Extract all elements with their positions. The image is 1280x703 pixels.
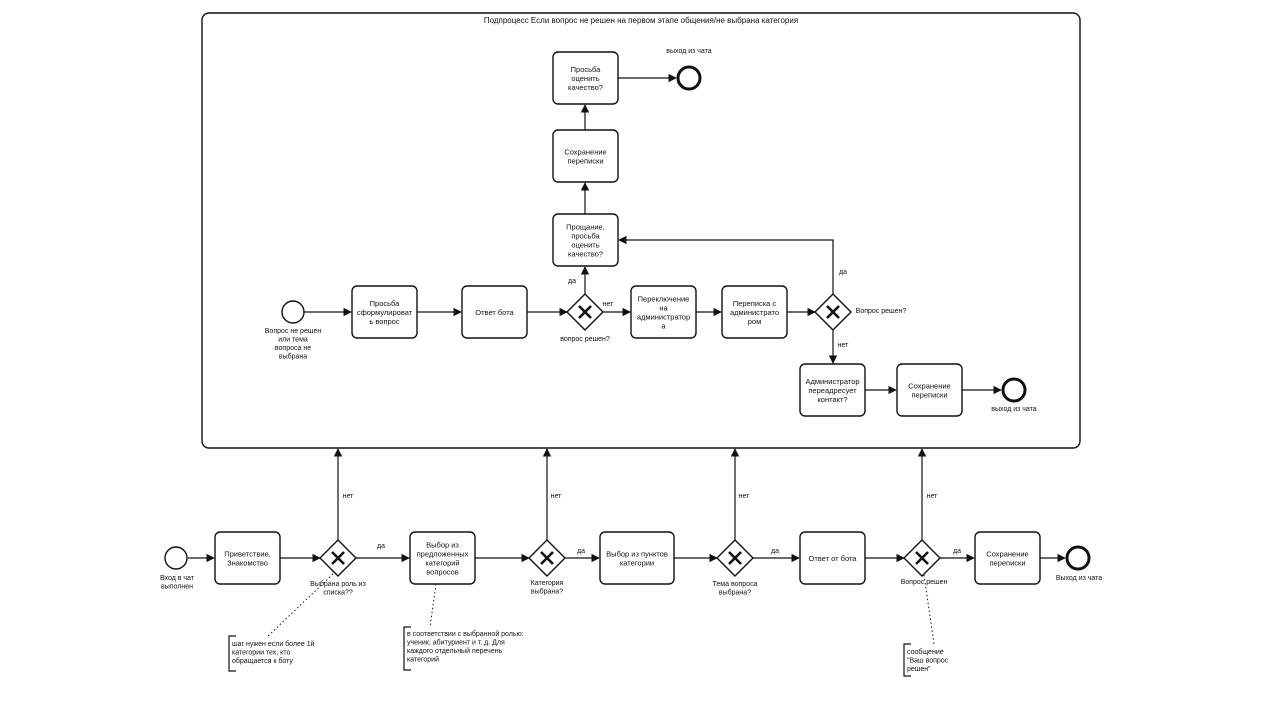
gateway-category xyxy=(528,539,566,577)
task-rate-request xyxy=(552,51,619,105)
task-switch-admin xyxy=(630,285,697,339)
task-ask-formulate xyxy=(351,285,418,339)
gateway-solved-sub2 xyxy=(814,293,852,331)
flow-label-solved-main-yes: да xyxy=(953,548,961,555)
gateway-role xyxy=(319,539,357,577)
events xyxy=(164,65,1091,571)
task-bot-answer-main xyxy=(799,531,866,585)
gateway-solved-main xyxy=(903,539,941,577)
flow-label-solved-main-no: нет xyxy=(927,493,939,500)
task-choose-item xyxy=(599,531,675,585)
start-event-main xyxy=(164,546,188,570)
subprocess-title: Подпроцесс Если вопрос не решен на перво… xyxy=(484,16,798,25)
end-event-main xyxy=(1065,545,1091,571)
subprocess-flows xyxy=(304,73,1002,395)
label-end-main: Выход из чата xyxy=(1056,575,1102,582)
task-chat-admin xyxy=(721,285,788,339)
annotation-brackets xyxy=(228,626,911,677)
end-event-sub-top xyxy=(676,65,702,91)
task-save-sub-top xyxy=(552,129,619,183)
label-greeting: Приветствие,Знакомство xyxy=(224,550,271,568)
label-gateway-solved-sub2: Вопрос решен? xyxy=(856,308,907,315)
label-end-sub-top: выход из чата xyxy=(666,48,712,55)
flow-label-role-no: нет xyxy=(343,493,355,500)
annotation-category-note: в соответствии с выбранной ролью:ученик,… xyxy=(407,630,524,664)
label-end-sub-bottom: выход из чата xyxy=(991,406,1037,413)
flow-label-topic-no: нет xyxy=(739,493,751,500)
gateway-topic xyxy=(716,539,754,577)
end-event-sub-bottom xyxy=(1001,377,1027,403)
tasks xyxy=(214,51,1041,585)
gateway-solved-sub1 xyxy=(566,293,604,331)
label-bot-answer-sub: Ответ бота xyxy=(475,308,514,317)
main-flows xyxy=(188,448,1066,563)
task-farewell xyxy=(552,213,619,267)
flow-labels: да да да да нет нет нет нет нет да да не… xyxy=(343,269,961,555)
task-bot-answer-sub xyxy=(461,285,528,339)
label-bot-answer-main: Ответ от бота xyxy=(809,554,858,563)
task-admin-redirect xyxy=(799,363,866,417)
gateways xyxy=(319,293,941,577)
task-save-sub-bottom xyxy=(896,363,963,417)
flow-label-sub1-no: нет xyxy=(603,301,615,308)
label-gateway-solved-main: Вопрос решен xyxy=(901,579,948,586)
flow-label-category-no: нет xyxy=(551,493,563,500)
flow-label-sub1-yes: да xyxy=(568,278,576,285)
start-event-sub xyxy=(281,300,305,324)
task-choose-category xyxy=(409,531,476,585)
label-gateway-solved-sub1: вопрос решен? xyxy=(560,336,610,343)
subprocess-container xyxy=(201,12,1081,449)
flow-label-category-yes: да xyxy=(577,548,585,555)
task-save-main xyxy=(974,531,1041,585)
annotation-associations xyxy=(267,573,935,645)
task-greeting xyxy=(214,531,281,585)
flow-label-sub2-yes: да xyxy=(839,269,847,276)
flow-label-role-yes: да xyxy=(377,543,385,550)
flow-label-topic-yes: да xyxy=(771,548,779,555)
flow-label-sub2-no: нет xyxy=(838,342,850,349)
